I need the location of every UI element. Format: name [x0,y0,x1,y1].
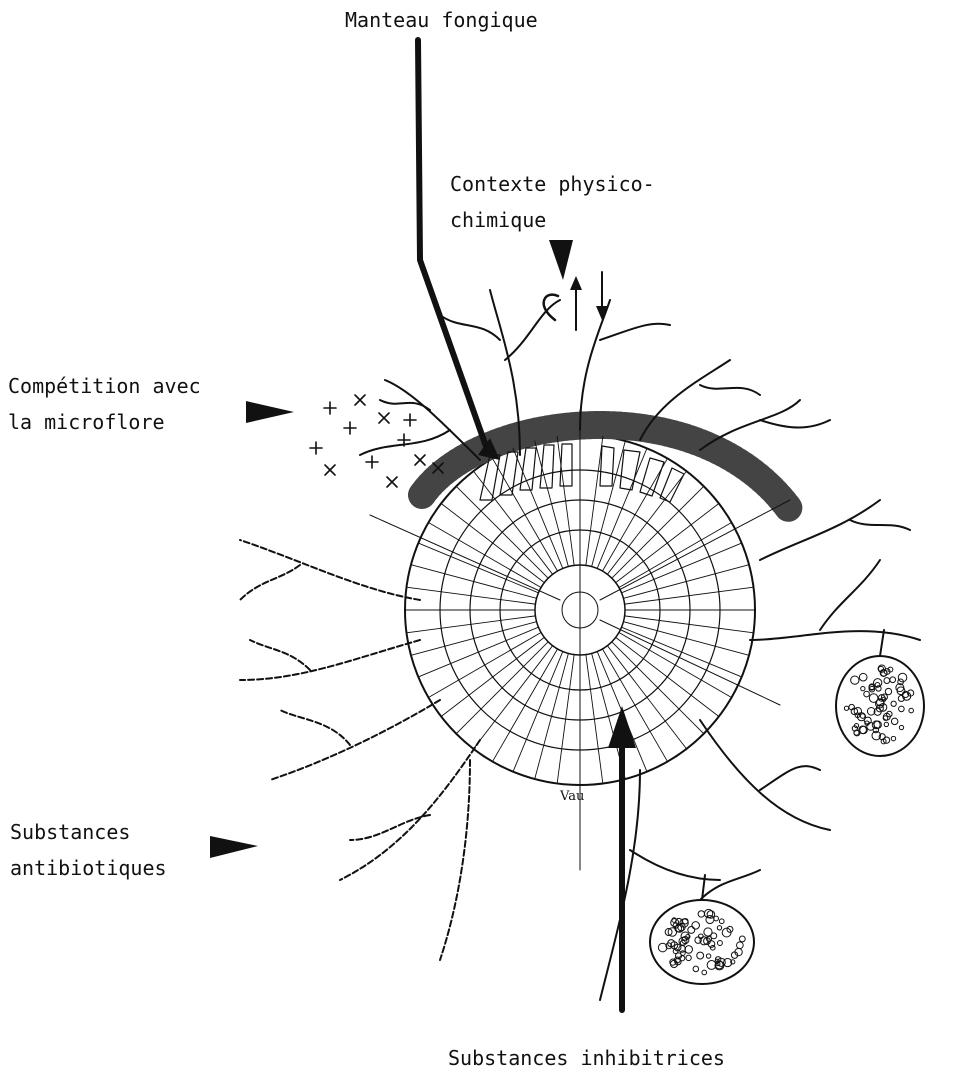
label-antibiotic-substances: Substances antibiotiques [10,814,167,886]
spore-granule [698,911,704,917]
spore-granule [739,936,745,942]
cell-wall [493,649,558,762]
label-fungal-mantle: Manteau fongique [345,2,538,38]
label-antibiotic-line1: Substances [10,814,167,850]
label-competition-line1: Compétition avec [8,368,201,404]
spore-granule [885,688,891,694]
sector-line-left [370,515,560,600]
arrow-competition-head [246,401,294,423]
spore-granule [717,941,722,946]
label-inhibitory-substances: Substances inhibitrices [448,1040,725,1076]
cell-wall [619,633,732,698]
spore-texture [658,665,913,975]
cell-wall [535,441,569,567]
microflora-mark [387,477,397,487]
spore-granule [706,954,710,958]
svg-text:Vau: Vau [559,789,584,804]
spore-granule [706,915,714,923]
sector-line-right [600,500,790,600]
cell-wall [586,436,603,565]
cell-wall [406,587,535,604]
spore-granule [658,943,667,952]
cell-wall [625,616,754,633]
spore-granule [864,691,870,697]
spore-granule [891,718,897,724]
cell-wall [428,523,541,588]
label-competition-line2: la microflore [8,404,201,440]
spore-granule [702,970,707,975]
microflora-mark [404,414,416,426]
microflora-mark [325,465,335,475]
cell-wall [623,565,749,599]
spore-granule [899,725,903,729]
label-context-line1: Contexte physico- [450,166,655,202]
cell-wall [557,655,574,784]
signature: Vau [559,789,584,804]
spore-granule [719,919,724,924]
microflora-mark [310,442,322,454]
label-context-line2: chimique [450,202,655,238]
cell-wall [493,458,558,571]
spore-granule [883,737,889,743]
cell-wall [428,633,541,698]
spore-granule [686,955,691,960]
spore-granule [890,677,896,683]
cell-wall [625,587,754,604]
spore-granule [697,952,704,959]
spore-granule [909,708,914,713]
spore-granule [860,714,865,719]
microflora-mark [344,422,356,434]
spore-granule [711,933,717,939]
spore-granule [851,676,859,684]
label-microflora-competition: Compétition avec la microflore [8,368,201,440]
cell-wall [586,655,603,784]
cell-wall [623,622,749,656]
spore-granule [737,942,744,949]
hyphae-left [240,540,480,960]
spore-granule [898,673,907,682]
microflora-mark [415,455,425,465]
spore-granule [891,701,896,706]
spore-granule [899,706,905,712]
cell-wall [406,616,535,633]
arrow-manteau-line [418,40,488,452]
arrow-antibiotiques-head [210,836,258,858]
spore-granule [717,926,721,930]
label-antibiotic-line2: antibiotiques [10,850,167,886]
microflora-mark [366,456,378,468]
spore-granule [688,926,695,933]
label-physicochemical-context: Contexte physico- chimique [450,166,655,238]
spore-granule [859,673,867,681]
spore-granule [861,686,865,690]
spore-granule [670,960,677,967]
spore-granule [884,678,890,684]
spore-granule [844,706,848,710]
label-fungal-mantle-text: Manteau fongique [345,2,538,38]
cell-wall [592,441,626,567]
spore-granule [714,916,719,921]
cell-wall [619,523,732,588]
microflora-mark [379,413,389,423]
microflora-mark [324,402,336,414]
spore-granule [884,722,888,726]
arrow-contexte-head [549,240,573,280]
microflora-mark [355,395,365,405]
arrow-inhibitrices-head [608,706,636,748]
cell-wall [411,622,537,656]
spore-granule [692,922,700,930]
label-inhibitory-text: Substances inhibitrices [448,1040,725,1076]
spore-granule [685,946,693,954]
spore-granule [891,736,895,740]
arrow-up-head [570,276,582,290]
spore-granule [693,966,699,972]
cell-wall [535,653,569,779]
spore-granule [864,717,871,724]
spores [650,630,924,984]
